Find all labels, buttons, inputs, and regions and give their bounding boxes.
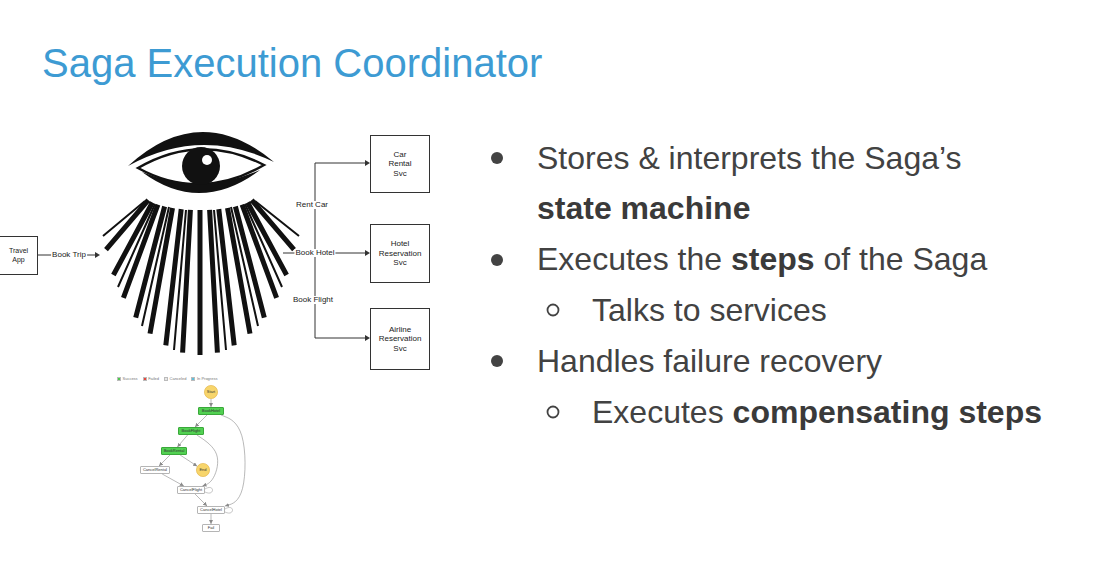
sub-bullet <box>548 407 559 418</box>
legend-item: Success <box>117 377 138 381</box>
wire <box>283 163 366 338</box>
state-circle-shape <box>196 463 209 476</box>
bullet-text: steps <box>731 241 815 278</box>
state-box: CancelRental <box>140 466 170 474</box>
legend-swatch <box>191 377 195 381</box>
app-box: Travel App <box>0 236 38 275</box>
node-text: BookRental <box>164 449 185 453</box>
state-circle-shape <box>204 385 217 398</box>
bullet-text: Talks to services <box>592 292 827 329</box>
arrow-head <box>95 252 100 258</box>
service-box: Car Rental Svc <box>370 135 430 193</box>
edge-label: Book Hotel <box>294 249 335 257</box>
node-text: Fail <box>208 526 214 530</box>
sub-bullet <box>548 305 559 316</box>
bullet-line: Executes thestepsof the Saga <box>537 241 987 278</box>
eye-rays <box>106 200 294 355</box>
retry-loop <box>205 487 213 493</box>
bullet-dot <box>491 355 503 367</box>
legend-item: Failed <box>143 377 159 381</box>
transition-arrow <box>197 435 218 486</box>
service-box: Airline Reservation Svc <box>370 308 430 370</box>
legend-swatch <box>117 377 121 381</box>
node-text: End <box>199 468 206 472</box>
node-text: CancelFlight <box>180 488 202 492</box>
state-circle: End <box>196 463 210 477</box>
transition-arrow <box>195 415 207 427</box>
state-box: BookFlight <box>178 427 204 435</box>
state-circle: Start <box>204 385 218 399</box>
bullet-text: compensating steps <box>733 394 1042 431</box>
node-text: Start <box>207 390 215 394</box>
transition-arrow <box>221 415 245 506</box>
bullet-line: state machine <box>537 190 750 227</box>
legend-text: Failed <box>148 377 159 381</box>
bullet-text: state machine <box>537 190 750 227</box>
transition-arrow <box>211 514 212 524</box>
node-text: BookHotel <box>202 409 220 413</box>
service-box: Hotel Reservation Svc <box>370 224 430 283</box>
legend-text: In Progress <box>197 377 217 381</box>
bullet-text: Executes <box>592 394 724 431</box>
eye-rays-thin <box>103 201 299 350</box>
bullet-line: Executescompensating steps <box>592 394 1042 431</box>
legend-text: Success <box>123 377 138 381</box>
bullet-text: of the Saga <box>824 241 988 278</box>
bullet-text: Stores & interprets the Saga’s <box>537 140 962 177</box>
transition-arrow <box>195 494 207 506</box>
node-text: CancelHotel <box>200 508 222 512</box>
bullet-text: Handles failure recovery <box>537 343 882 380</box>
slide-title: Saga Execution Coordinator <box>42 40 542 86</box>
transition-arrow <box>177 435 187 447</box>
legend: Success Failed Canceled In Progress <box>117 377 217 381</box>
state-box: Fail <box>202 524 220 532</box>
bullet-line: Handles failure recovery <box>537 343 882 380</box>
eye-iris <box>182 147 220 185</box>
bullet-dot <box>491 254 503 266</box>
state-box: BookHotel <box>198 407 224 415</box>
edge-label: Book Flight <box>292 296 334 304</box>
legend-item: Canceled <box>164 377 186 381</box>
transition-arrow <box>159 455 170 466</box>
bullet-line: Talks to services <box>592 292 827 329</box>
state-box: BookRental <box>161 447 187 455</box>
node-text: Car Rental Svc <box>388 150 411 179</box>
legend-swatch <box>143 377 147 381</box>
state-box: CancelHotel <box>197 506 225 514</box>
bullet-line: Stores & interprets the Saga’s <box>537 140 962 177</box>
node-text: BookFlight <box>182 429 201 433</box>
retry-loop <box>225 507 233 513</box>
transition-arrow <box>180 455 197 466</box>
transition-arrow <box>162 474 184 486</box>
bullet-dot <box>491 152 503 164</box>
node-text: Airline Reservation Svc <box>379 325 422 354</box>
state-box: CancelFlight <box>177 486 205 494</box>
transition-arrow <box>211 399 212 407</box>
edge-label: Rent Car <box>295 201 329 209</box>
legend-swatch <box>164 377 168 381</box>
edge-label: Book Trip <box>51 251 87 259</box>
legend-text: Canceled <box>170 377 187 381</box>
legend-item: In Progress <box>191 377 217 381</box>
node-text: Travel App <box>9 247 28 264</box>
node-text: Hotel Reservation Svc <box>379 239 422 268</box>
eye-highlight <box>202 155 212 165</box>
node-text: CancelRental <box>143 468 167 472</box>
bullet-text: Executes the <box>537 241 722 278</box>
